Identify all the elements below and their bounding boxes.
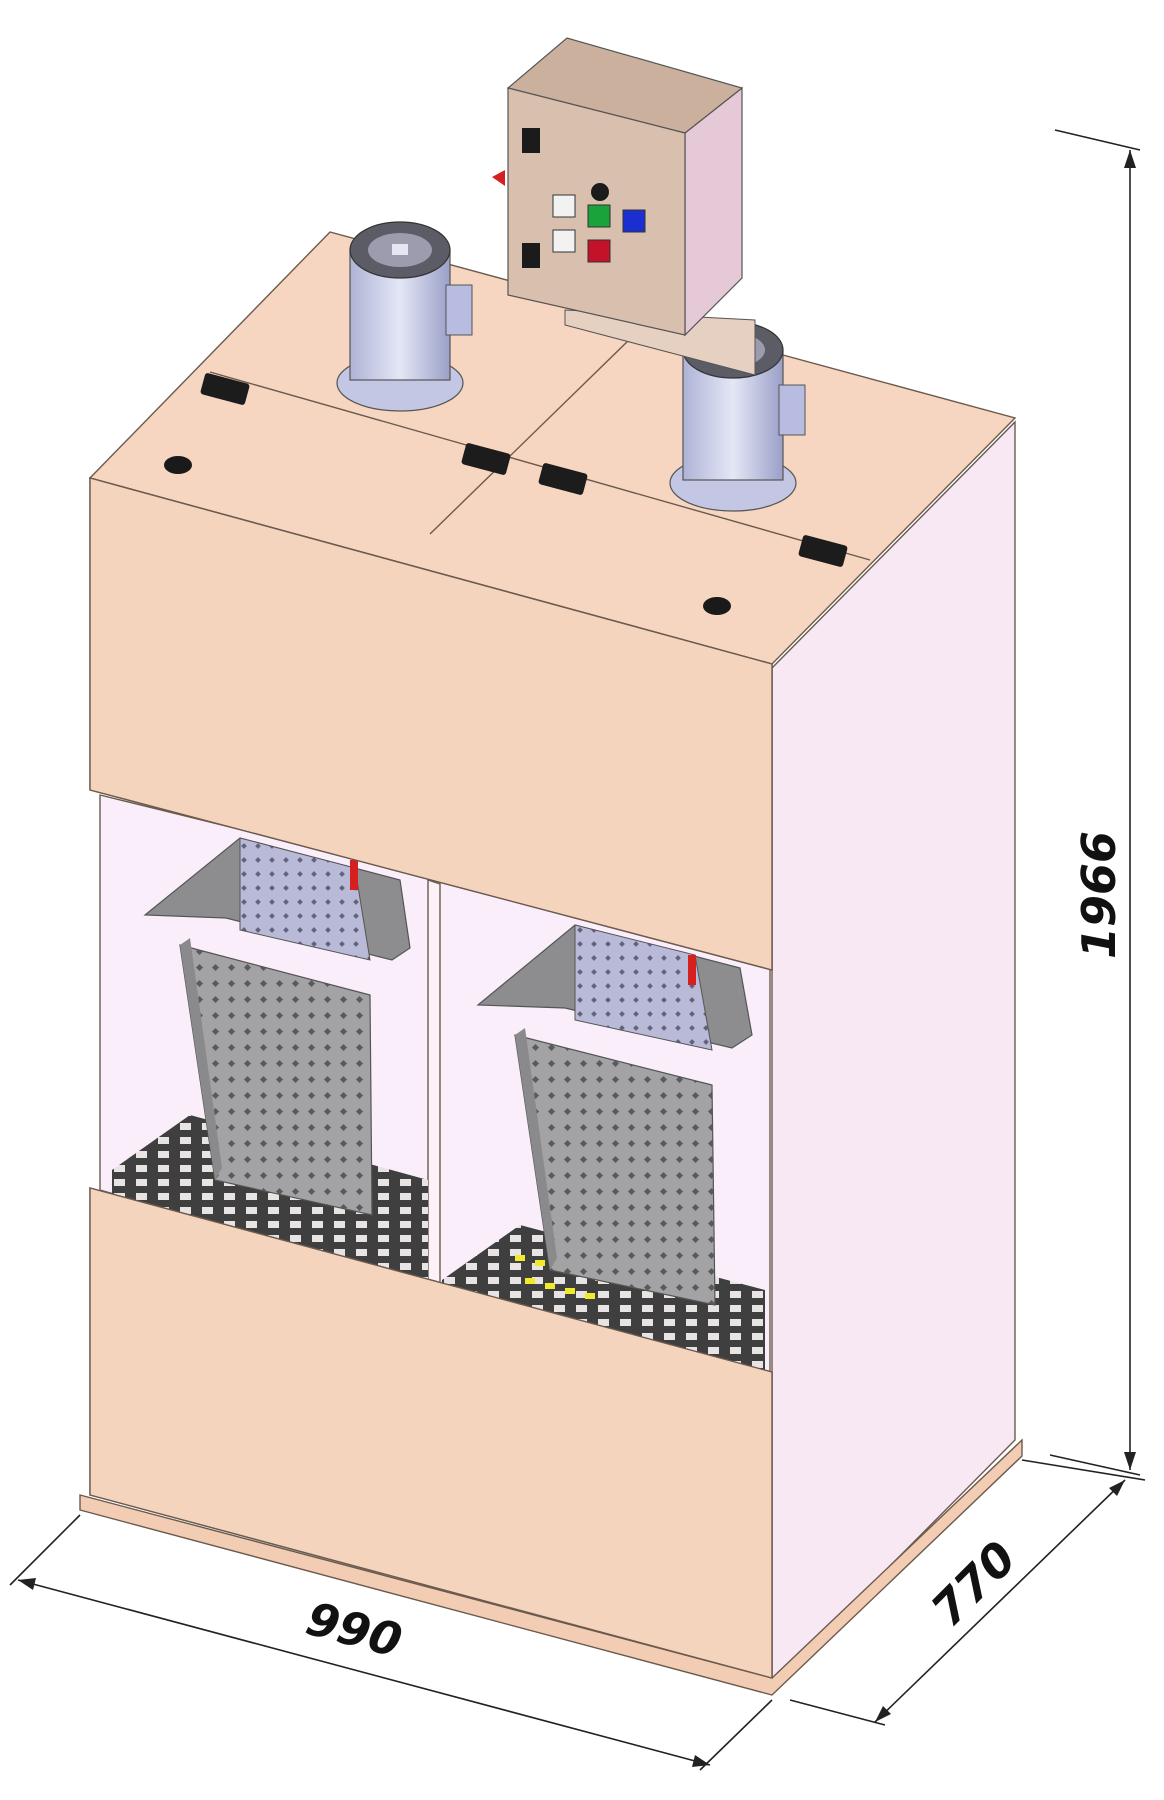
width-label: 990 [301, 1591, 408, 1668]
knob-icon [703, 597, 731, 615]
hinge-icon [200, 373, 250, 405]
height-dimension: 1966 [1049, 129, 1141, 1476]
cabinet-side-panel [771, 420, 1016, 1687]
hinge-icon [461, 443, 511, 475]
hinge-icon [798, 535, 848, 567]
basket-icon [143, 837, 411, 1216]
right-handle [688, 955, 696, 985]
white-button [552, 194, 576, 218]
hinge-icon [538, 463, 588, 495]
motor-icon [336, 221, 473, 412]
right-grate [442, 1225, 765, 1370]
left-grate [112, 1115, 428, 1282]
height-label: 1966 [1072, 831, 1126, 959]
white-button-2 [552, 229, 576, 253]
control-box-icon [492, 37, 756, 376]
basket-icon [476, 924, 753, 1306]
knob-icon [164, 456, 192, 474]
left-handle [350, 860, 358, 890]
depth-label: 770 [921, 1531, 1027, 1637]
right-bay [442, 924, 765, 1370]
green-button [587, 204, 611, 228]
red-button [587, 239, 611, 263]
blue-button [622, 209, 646, 233]
cabinet-divider [427, 879, 441, 1286]
left-bay [112, 837, 428, 1282]
